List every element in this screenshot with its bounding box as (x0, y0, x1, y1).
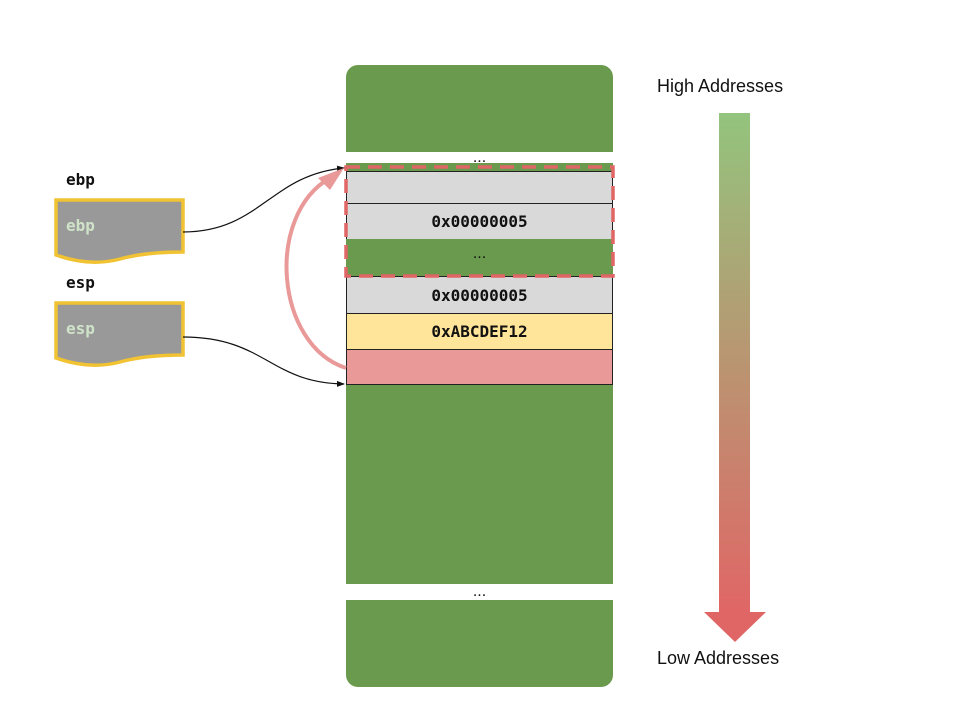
stack-cell-value: 0x00000005 (346, 203, 613, 240)
esp-register-label: esp (66, 273, 95, 292)
esp-register-value: esp (66, 319, 95, 338)
stack-top-ellipsis: ... (472, 149, 487, 166)
stack-cell-return-address: 0xABCDEF12 (346, 313, 613, 350)
frame-link-arrow (284, 176, 347, 370)
ebp-register-box (54, 198, 185, 264)
stack-cell-saved-ebp (346, 171, 613, 204)
stack-cell-top (346, 349, 613, 385)
address-axis-arrowhead (704, 612, 766, 642)
high-addresses-label: High Addresses (657, 76, 784, 96)
ebp-pointer-arrow (182, 165, 345, 233)
address-axis-shaft (719, 113, 750, 613)
frame-link-arrowhead (318, 168, 344, 190)
stack-cell-ellipsis: ... (346, 239, 613, 277)
stack-bottom-ellipsis: ... (472, 583, 487, 600)
esp-pointer-arrow (182, 336, 345, 387)
current-frame-outline (344, 165, 615, 278)
ebp-register-value: ebp (66, 216, 95, 235)
esp-register-box (54, 301, 185, 367)
low-addresses-label: Low Addresses (657, 648, 780, 668)
stack-cell-argument: 0x00000005 (346, 276, 613, 314)
stack-top-region (346, 65, 613, 152)
stack-bottom-region (346, 600, 613, 687)
stack-lower-region (346, 385, 613, 584)
ebp-register-label: ebp (66, 170, 95, 189)
